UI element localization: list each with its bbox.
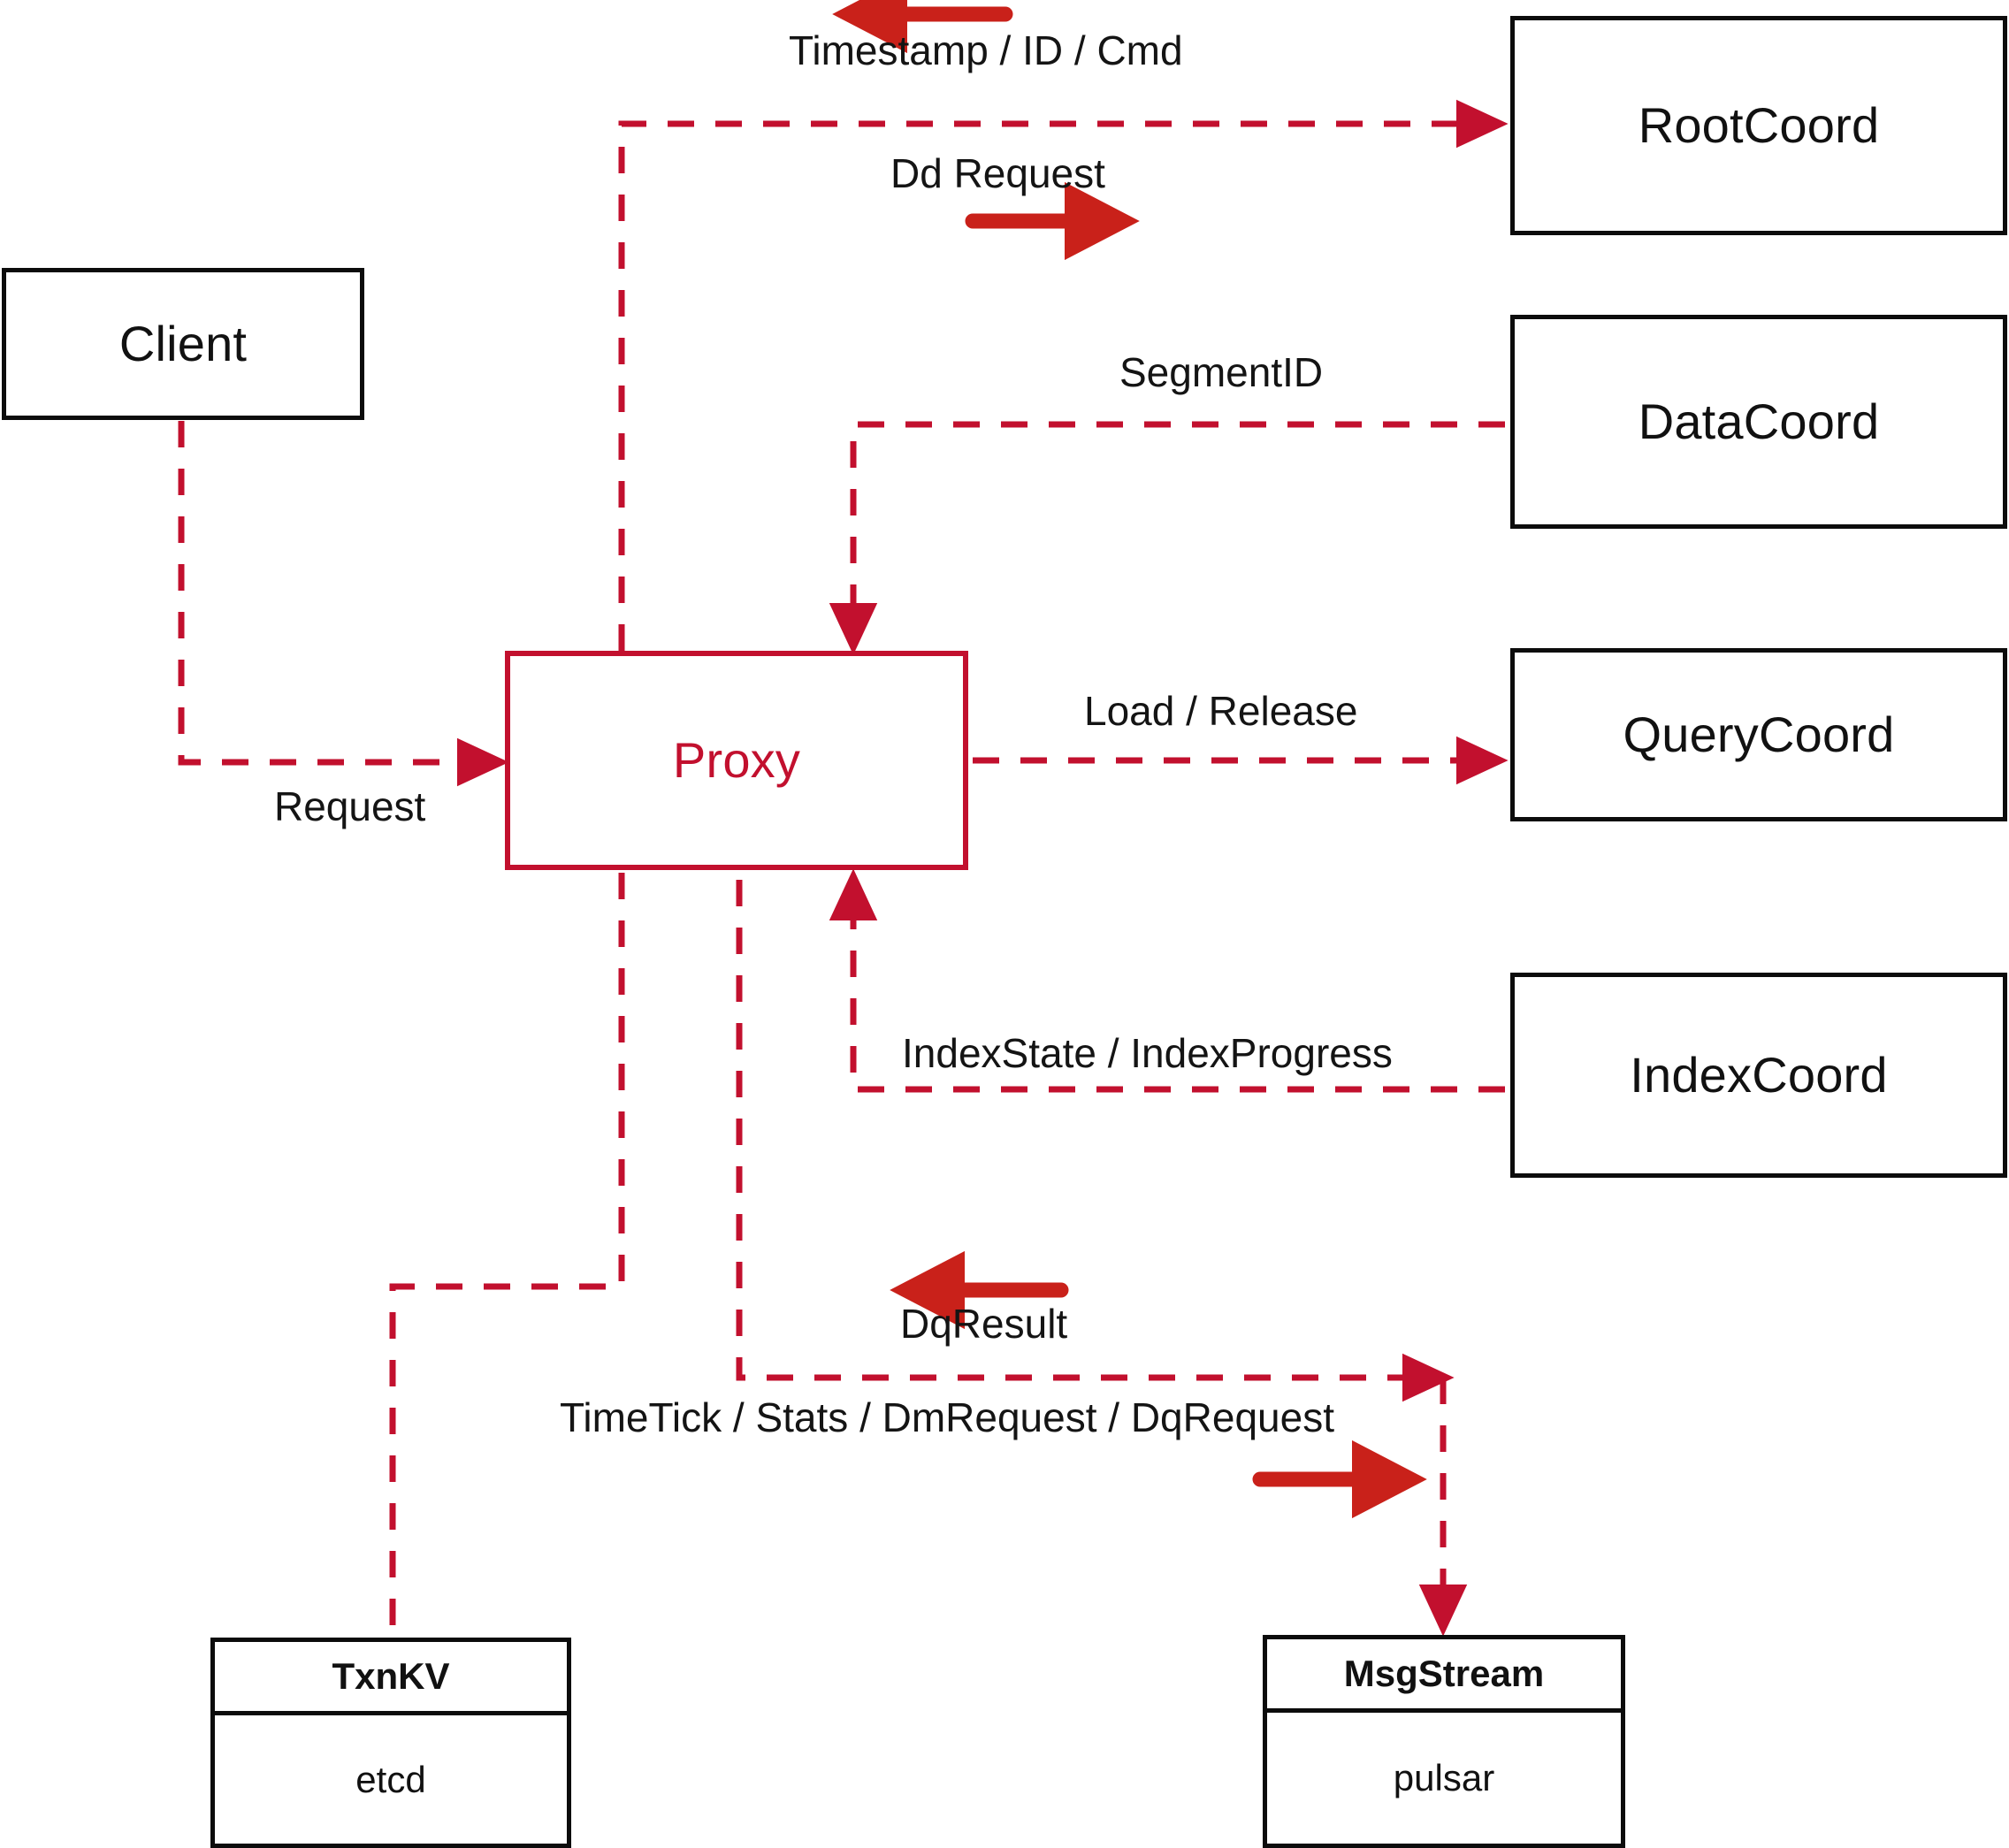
node-txnkv-header: TxnKV — [215, 1642, 567, 1715]
edge-datacoord-to-proxy — [829, 421, 1505, 655]
node-client-label: Client — [118, 316, 248, 371]
node-txnkv-body: etcd — [215, 1715, 567, 1844]
node-txnkv-impl: etcd — [355, 1758, 426, 1800]
edge-label-timestamp-id-cmd: Timestamp / ID / Cmd — [789, 27, 1183, 73]
node-datacoord-label: DataCoord — [1638, 393, 1880, 449]
edge-proxy-to-rootcoord — [618, 99, 1509, 651]
edge-msgstream-to-proxy — [736, 880, 1455, 1402]
edge-label-segment-id: SegmentID — [1119, 349, 1324, 395]
edge-proxy-to-txnkv — [389, 873, 625, 1631]
node-indexcoord-label: IndexCoord — [1630, 1047, 1888, 1103]
node-msgstream-title: MsgStream — [1343, 1653, 1545, 1694]
node-msgstream[interactable]: MsgStream pulsar — [1263, 1635, 1625, 1848]
node-proxy-label: Proxy — [672, 732, 801, 788]
node-datacoord[interactable]: DataCoord — [1510, 315, 2007, 529]
edge-label-timetick-stats: TimeTick / Stats / DmRequest / DqRequest — [560, 1394, 1334, 1440]
node-rootcoord[interactable]: RootCoord — [1510, 16, 2007, 235]
edge-label-request: Request — [274, 783, 426, 829]
node-txnkv[interactable]: TxnKV etcd — [210, 1638, 571, 1848]
node-msgstream-impl: pulsar — [1393, 1757, 1495, 1798]
node-querycoord-label: QueryCoord — [1623, 706, 1895, 762]
node-client[interactable]: Client — [2, 268, 364, 420]
node-indexcoord[interactable]: IndexCoord — [1510, 973, 2007, 1178]
node-msgstream-body: pulsar — [1267, 1713, 1621, 1844]
node-querycoord[interactable]: QueryCoord — [1510, 648, 2007, 821]
edge-label-load-release: Load / Release — [1084, 688, 1358, 734]
edge-indexcoord-to-proxy — [829, 868, 1505, 1093]
node-proxy[interactable]: Proxy — [505, 651, 968, 870]
edge-label-dd-request: Dd Request — [890, 150, 1105, 196]
node-msgstream-header: MsgStream — [1267, 1639, 1621, 1713]
node-rootcoord-label: RootCoord — [1638, 97, 1880, 153]
edge-client-to-proxy — [178, 421, 509, 787]
node-txnkv-title: TxnKV — [332, 1655, 450, 1697]
edge-label-index-state-progress: IndexState / IndexProgress — [902, 1030, 1393, 1076]
edge-label-dqresult: DqResult — [900, 1301, 1068, 1347]
